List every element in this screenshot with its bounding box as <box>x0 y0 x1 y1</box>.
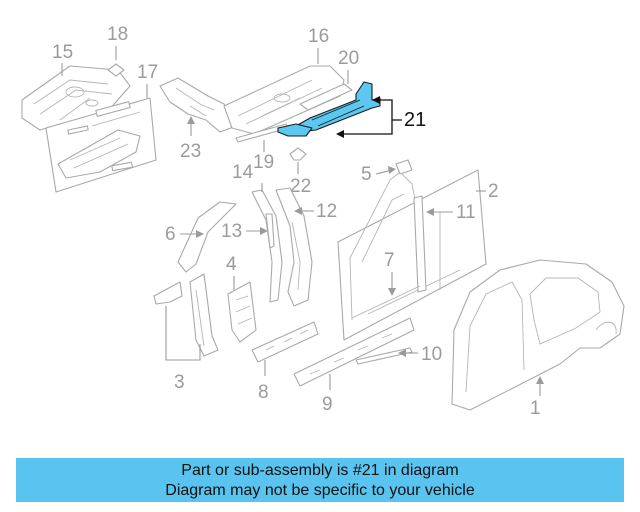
part-23-cross-member <box>159 77 237 133</box>
callout-13: 13 <box>221 221 242 242</box>
callout-17: 17 <box>137 62 158 83</box>
part-13-inner-pillar <box>265 213 275 249</box>
part-18-plug <box>107 63 125 77</box>
callout-11: 11 <box>456 202 476 223</box>
callout-23: 23 <box>180 141 201 162</box>
callout-9: 9 <box>322 394 333 415</box>
callout-20: 20 <box>338 48 359 69</box>
callout-3: 3 <box>174 372 185 393</box>
callout-5: 5 <box>361 164 372 185</box>
callout-14: 14 <box>232 162 254 183</box>
callout-19: 19 <box>253 152 274 173</box>
banner-line-disclaimer: Diagram may not be specific to your vehi… <box>165 482 475 499</box>
part-3-hinge-pillar <box>153 273 219 357</box>
info-banner: Part or sub-assembly is #21 in diagram D… <box>16 458 624 502</box>
callout-4: 4 <box>226 254 237 275</box>
callout-22: 22 <box>290 176 311 197</box>
part-14-pillar-reinforcement <box>251 189 283 303</box>
part-17-floor-assembly <box>45 97 157 193</box>
callout-18: 18 <box>107 24 128 45</box>
callout-10: 10 <box>421 344 442 365</box>
part-10-sill-strip <box>355 347 413 365</box>
part-20-sill-inner <box>299 83 353 111</box>
part-12-center-pillar <box>275 187 313 307</box>
part-22-clip <box>289 147 307 161</box>
part-5-gusset <box>395 159 413 175</box>
parts-diagram: 15 18 17 23 16 20 19 <box>21 24 625 419</box>
callout-8: 8 <box>258 382 269 403</box>
callout-12: 12 <box>316 201 337 222</box>
part-9-sill-outer <box>293 317 415 387</box>
callout-2: 2 <box>488 181 499 202</box>
part-6-front-pillar <box>177 201 237 273</box>
part-11-lock-pillar <box>413 195 427 293</box>
callout-7: 7 <box>384 250 395 271</box>
callout-16: 16 <box>308 26 329 47</box>
banner-line-part: Part or sub-assembly is #21 in diagram <box>181 462 459 479</box>
callout-21: 21 <box>404 109 426 131</box>
callout-1: 1 <box>530 398 541 419</box>
part-1-body-side-outer <box>451 259 625 411</box>
callout-15: 15 <box>52 42 73 63</box>
part-4-pillar-brace <box>227 281 257 343</box>
callout-6: 6 <box>165 224 176 245</box>
part-8-rocker-reinforcement <box>251 321 319 363</box>
part-7-inner-sill <box>351 285 421 319</box>
part-21-side-member <box>277 81 381 137</box>
